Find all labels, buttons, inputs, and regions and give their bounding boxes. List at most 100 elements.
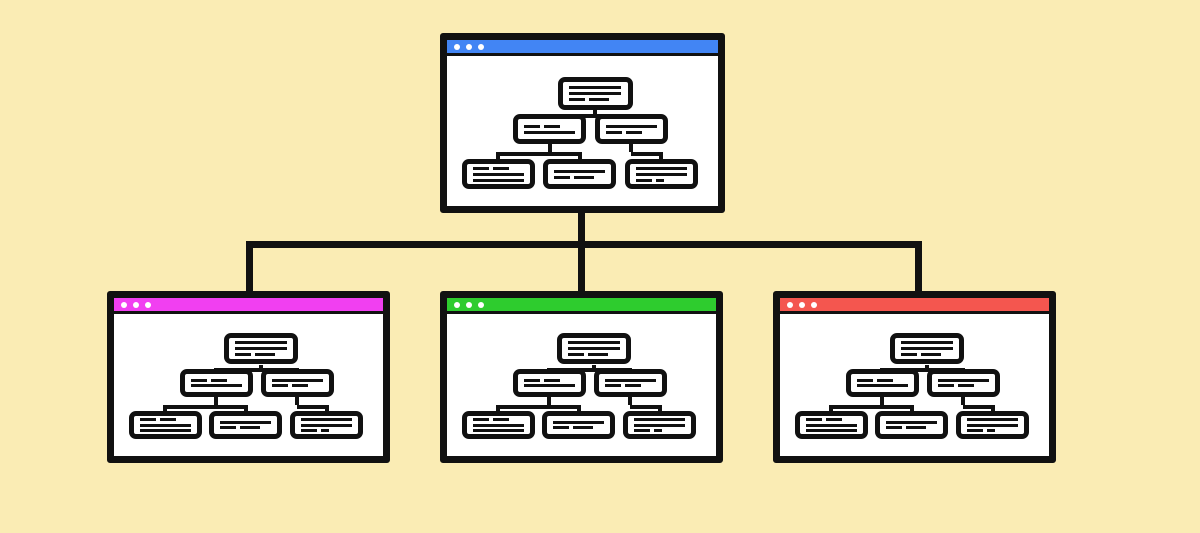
node-text-line [140, 417, 191, 421]
window-control-dot-3[interactable] [478, 43, 484, 50]
window-control-dot-3[interactable] [478, 301, 484, 308]
node-text-segment-long [569, 92, 621, 95]
window-control-dot-2[interactable] [466, 43, 472, 50]
node-text-segment-long [806, 429, 857, 433]
child-window-2[interactable] [440, 291, 723, 463]
node-text-segment-short [569, 98, 585, 101]
chart-node-root[interactable] [224, 333, 298, 364]
node-text-line [605, 384, 656, 388]
node-text-segment-long [191, 384, 242, 388]
chart-node-middle-2[interactable] [594, 369, 667, 397]
node-text-line [140, 423, 191, 427]
node-text-line [636, 178, 687, 182]
chart-node-middle-2[interactable] [595, 114, 668, 144]
window-control-dot-1[interactable] [454, 301, 460, 308]
chart-node-leaf-1[interactable] [462, 159, 535, 189]
node-text-segment-medium [240, 426, 260, 430]
chart-node-leaf-1[interactable] [462, 411, 535, 439]
chart-node-leaf-2[interactable] [209, 411, 282, 439]
window-control-dot-3[interactable] [145, 301, 151, 308]
window-content-area [114, 314, 383, 453]
window-titlebar[interactable] [780, 298, 1049, 314]
node-text-line [857, 384, 908, 388]
window-control-dot-1[interactable] [787, 301, 793, 308]
chart-node-middle-1[interactable] [513, 114, 586, 144]
chart-node-leaf-3[interactable] [623, 411, 696, 439]
node-text-segment-long [605, 378, 656, 382]
node-text-line [524, 130, 575, 134]
window-control-dot-3[interactable] [811, 301, 817, 308]
window-titlebar[interactable] [447, 40, 718, 56]
node-text-segment-long [634, 423, 685, 427]
node-text-segment-medium [573, 426, 593, 430]
node-text-line [301, 429, 352, 433]
chart-node-middle-2[interactable] [261, 369, 334, 397]
chart-node-root[interactable] [558, 77, 633, 110]
chart-node-root[interactable] [557, 333, 631, 364]
edge-mid-bus [882, 368, 963, 372]
chart-node-middle-1[interactable] [180, 369, 253, 397]
node-text-line [524, 124, 575, 128]
node-text-lines [634, 417, 685, 433]
node-text-segment-tiny [321, 429, 329, 433]
node-text-line [901, 352, 953, 356]
node-text-line [220, 420, 271, 424]
child-window-1[interactable] [107, 291, 390, 463]
chart-node-leaf-3[interactable] [956, 411, 1029, 439]
node-text-segment-short [625, 384, 641, 388]
node-text-segment-short [806, 417, 822, 421]
edge-leaf-bus-right [631, 152, 661, 156]
node-text-segment-long [886, 420, 937, 424]
node-text-segment-medium [921, 352, 941, 356]
chart-node-root[interactable] [890, 333, 964, 364]
window-control-dot-2[interactable] [133, 301, 139, 308]
edge-mid-bus [216, 368, 297, 372]
chart-node-leaf-3[interactable] [625, 159, 698, 189]
chart-node-middle-1[interactable] [513, 369, 586, 397]
node-text-line [191, 378, 242, 382]
chart-node-middle-2[interactable] [927, 369, 1000, 397]
node-text-lines [568, 341, 620, 356]
window-control-dot-2[interactable] [799, 301, 805, 308]
edge-leaf-bus-left [498, 152, 579, 156]
chart-node-leaf-3[interactable] [290, 411, 363, 439]
window-control-dot-2[interactable] [466, 301, 472, 308]
node-text-segment-short [493, 417, 509, 421]
node-text-lines [606, 124, 657, 134]
node-text-segment-long [473, 178, 524, 182]
window-control-dot-1[interactable] [121, 301, 127, 308]
node-text-segment-short [473, 417, 489, 421]
node-text-segment-short [191, 378, 207, 382]
node-text-segment-long [220, 420, 271, 424]
chart-node-leaf-1[interactable] [129, 411, 202, 439]
parent-window[interactable] [440, 33, 725, 213]
edge-leaf-drop-1 [578, 152, 582, 163]
connector-drop-center [578, 241, 585, 295]
chart-node-leaf-2[interactable] [542, 411, 615, 439]
node-text-segment-short [301, 429, 317, 433]
window-titlebar[interactable] [114, 298, 383, 314]
window-control-dot-1[interactable] [454, 43, 460, 50]
node-text-line [568, 352, 620, 356]
node-text-lines [473, 417, 524, 433]
node-text-line [272, 384, 323, 388]
chart-node-middle-1[interactable] [846, 369, 919, 397]
edge-leaf-drop-0 [163, 405, 167, 415]
node-text-segment-short [553, 426, 569, 430]
chart-node-leaf-2[interactable] [875, 411, 948, 439]
node-text-segment-long [636, 166, 687, 170]
child-window-3[interactable] [773, 291, 1056, 463]
node-text-segment-short [160, 417, 176, 421]
chart-node-leaf-1[interactable] [795, 411, 868, 439]
node-text-segment-short [967, 429, 983, 433]
node-text-line [568, 347, 620, 350]
node-text-lines [605, 378, 656, 388]
window-titlebar[interactable] [447, 298, 716, 314]
node-text-segment-short [493, 166, 509, 170]
node-text-segment-long [606, 124, 657, 128]
edge-leaf-bus-left [498, 405, 579, 409]
node-text-segment-short [568, 352, 584, 356]
chart-node-leaf-2[interactable] [543, 159, 616, 189]
node-text-lines [857, 378, 908, 388]
edge-leaf-drop-0 [496, 152, 500, 163]
